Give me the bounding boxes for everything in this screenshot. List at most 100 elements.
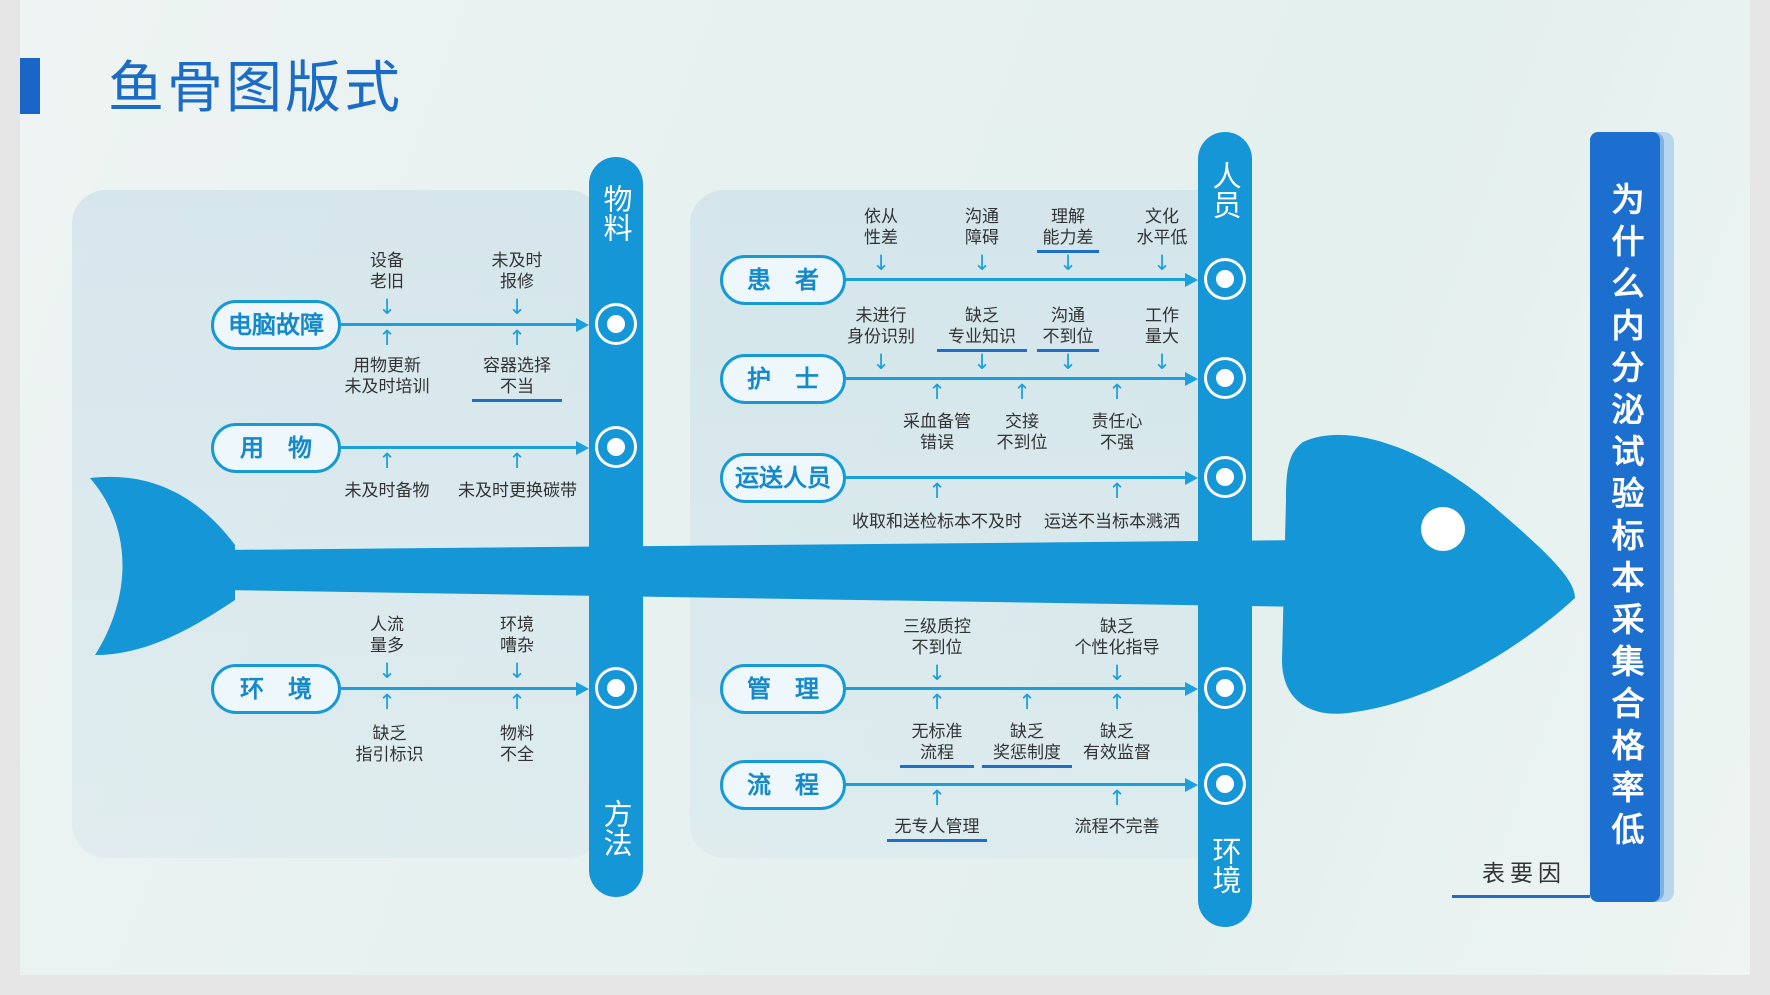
arrow-head-icon xyxy=(1185,778,1198,792)
cause-label: 缺乏 个性化指导 xyxy=(1074,617,1160,658)
down-arrow-icon: ↓ xyxy=(378,659,396,683)
down-arrow-icon: ↓ xyxy=(973,251,991,275)
fish-skeleton xyxy=(90,434,1575,714)
up-arrow-icon: ↑ xyxy=(1108,380,1126,404)
effect-card xyxy=(1590,132,1660,902)
up-arrow-icon: ↑ xyxy=(378,326,396,350)
up-arrow-icon: ↑ xyxy=(1108,479,1126,503)
down-arrow-icon: ↓ xyxy=(508,659,526,683)
branch-computer-fault: 电脑故障 xyxy=(211,300,341,350)
cause-label: 依从 性差 xyxy=(864,207,898,248)
down-arrow-icon: ↓ xyxy=(973,350,991,374)
down-arrow-icon: ↓ xyxy=(508,295,526,319)
cause-label: 物料 不全 xyxy=(500,724,534,765)
table-label: 表要因 xyxy=(1482,861,1566,887)
up-arrow-icon: ↑ xyxy=(928,380,946,404)
page-title: 鱼骨图版式 xyxy=(108,56,403,121)
down-arrow-icon: ↓ xyxy=(1059,251,1077,275)
cause-label: 流程不完善 xyxy=(1074,817,1160,837)
rail-node xyxy=(1207,360,1243,396)
category-method: 方法 xyxy=(599,799,633,857)
up-arrow-icon: ↑ xyxy=(378,449,396,473)
up-arrow-icon: ↑ xyxy=(928,786,946,810)
up-arrow-icon: ↑ xyxy=(928,690,946,714)
arrow-head-icon xyxy=(576,682,589,696)
title-accent-bar xyxy=(20,58,40,114)
up-arrow-icon: ↑ xyxy=(508,326,526,350)
down-arrow-icon: ↓ xyxy=(1059,350,1077,374)
branch-patient: 患 者 xyxy=(720,255,846,305)
category-people: 人员 xyxy=(1208,161,1242,219)
fish-tail xyxy=(90,476,235,655)
cause-label-highlighted: 理解 能力差 xyxy=(1037,207,1099,253)
branch-line xyxy=(341,323,577,326)
table-label-underline xyxy=(1452,895,1590,898)
cause-label: 责任心 不强 xyxy=(1091,412,1143,453)
cause-label: 采血备管 错误 xyxy=(903,412,971,453)
cause-label-highlighted: 容器选择 不当 xyxy=(472,356,562,402)
rail-node xyxy=(1207,670,1243,706)
cause-label-highlighted: 缺乏 奖惩制度 xyxy=(982,722,1072,768)
up-arrow-icon: ↑ xyxy=(1108,690,1126,714)
slide: 鱼骨图版式 物料 方法 人员 环境 电脑故障 设备 老旧 未及时 报修 ↓ ↓ … xyxy=(20,0,1750,975)
cause-label-highlighted: 缺乏 专业知识 xyxy=(937,306,1027,352)
cause-label: 运送不当标本溅洒 xyxy=(1044,512,1180,532)
cause-label: 未及时更换碳带 xyxy=(458,481,577,501)
rail-node xyxy=(598,429,634,465)
rail-material-method xyxy=(589,157,643,897)
effect-statement: 为什么内分泌试验标本采集合格率低 xyxy=(1606,182,1645,854)
up-arrow-icon: ↑ xyxy=(1108,786,1126,810)
rail-node xyxy=(1207,459,1243,495)
category-material: 物料 xyxy=(599,184,633,242)
cause-label-highlighted: 沟通 不到位 xyxy=(1037,306,1099,352)
cause-label: 人流 量多 xyxy=(370,615,404,656)
branch-line xyxy=(846,783,1186,786)
arrow-head-icon xyxy=(1185,682,1198,696)
fish-head xyxy=(1282,434,1575,714)
branch-supplies: 用 物 xyxy=(211,423,341,473)
up-arrow-icon: ↑ xyxy=(508,690,526,714)
branch-line xyxy=(846,278,1186,281)
branch-line xyxy=(846,476,1186,479)
fish-eye-icon xyxy=(1421,507,1465,551)
arrow-head-icon xyxy=(576,318,589,332)
branch-process: 流 程 xyxy=(720,760,846,810)
branch-management: 管 理 xyxy=(720,664,846,714)
down-arrow-icon: ↓ xyxy=(928,661,946,685)
rail-node xyxy=(1207,766,1243,802)
up-arrow-icon: ↑ xyxy=(928,479,946,503)
rail-node xyxy=(598,670,634,706)
branch-nurse: 护 士 xyxy=(720,354,846,404)
fish-spine xyxy=(220,540,1310,607)
rail-people-environment xyxy=(1198,132,1252,927)
cause-label: 缺乏 有效监督 xyxy=(1083,722,1151,763)
arrow-head-icon xyxy=(1185,471,1198,485)
arrow-head-icon xyxy=(1185,273,1198,287)
branch-environment: 环 境 xyxy=(211,664,341,714)
branch-line xyxy=(846,687,1186,690)
cause-label: 未及时 报修 xyxy=(491,251,543,292)
up-arrow-icon: ↑ xyxy=(508,449,526,473)
cause-label: 未进行 身份识别 xyxy=(847,306,915,347)
branch-line xyxy=(341,687,577,690)
up-arrow-icon: ↑ xyxy=(1018,690,1036,714)
arrow-head-icon xyxy=(576,441,589,455)
down-arrow-icon: ↓ xyxy=(1153,350,1171,374)
cause-label: 设备 老旧 xyxy=(370,251,404,292)
up-arrow-icon: ↑ xyxy=(1013,380,1031,404)
up-arrow-icon: ↑ xyxy=(378,690,396,714)
rail-node xyxy=(598,306,634,342)
cause-label-highlighted: 无专人管理 xyxy=(887,817,987,842)
branch-transport-staff: 运送人员 xyxy=(720,453,846,503)
down-arrow-icon: ↓ xyxy=(872,350,890,374)
branch-line xyxy=(341,446,577,449)
down-arrow-icon: ↓ xyxy=(1108,661,1126,685)
cause-label: 未及时备物 xyxy=(344,481,430,501)
cause-label: 交接 不到位 xyxy=(996,412,1048,453)
cause-label: 环境 嘈杂 xyxy=(500,615,534,656)
cause-label: 收取和送检标本不及时 xyxy=(852,512,1022,532)
category-environment: 环境 xyxy=(1208,836,1242,894)
cause-label: 三级质控 不到位 xyxy=(903,617,971,658)
cause-label: 缺乏 指引标识 xyxy=(355,724,424,765)
cause-label: 沟通 障碍 xyxy=(965,207,999,248)
